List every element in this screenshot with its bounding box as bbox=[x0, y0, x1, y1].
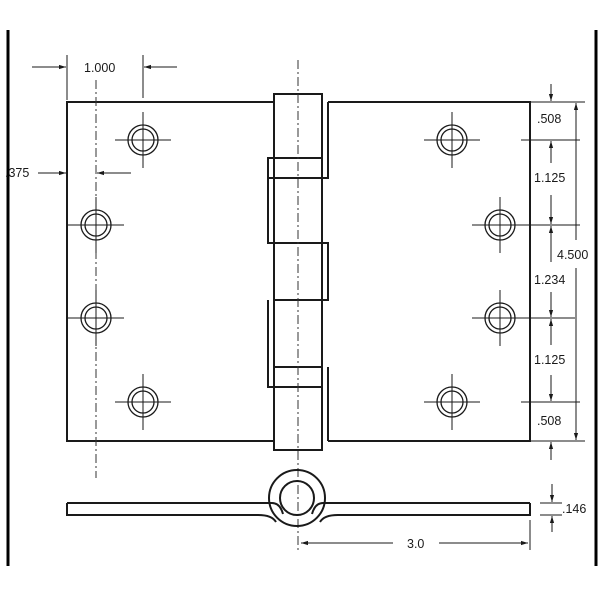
screw-hole-icon bbox=[115, 374, 171, 430]
left-leaf bbox=[66, 101, 274, 442]
dimension-lines bbox=[32, 55, 585, 550]
dim-label-375: .375 bbox=[5, 166, 29, 180]
hinge-end-view bbox=[66, 469, 531, 527]
screw-hole-icon bbox=[115, 112, 171, 168]
screw-hole-icon bbox=[68, 290, 124, 346]
dim-label-bottom-508: .508 bbox=[537, 414, 561, 428]
screw-hole-icon bbox=[68, 197, 124, 253]
knuckle-barrel bbox=[267, 93, 329, 451]
dim-label-lower-1125: 1.125 bbox=[534, 353, 565, 367]
screw-hole-icon bbox=[424, 112, 480, 168]
dim-label-upper-1125: 1.125 bbox=[534, 171, 565, 185]
right-leaf bbox=[328, 101, 531, 442]
screw-hole-icon bbox=[424, 374, 480, 430]
dim-label-top-508: .508 bbox=[537, 112, 561, 126]
dim-label-4500: 4.500 bbox=[557, 248, 588, 262]
dim-label-1000: 1.000 bbox=[84, 61, 115, 75]
dim-label-146: .146 bbox=[562, 502, 586, 516]
dim-label-1234: 1.234 bbox=[534, 273, 565, 287]
dim-label-3: 3.0 bbox=[407, 537, 424, 551]
